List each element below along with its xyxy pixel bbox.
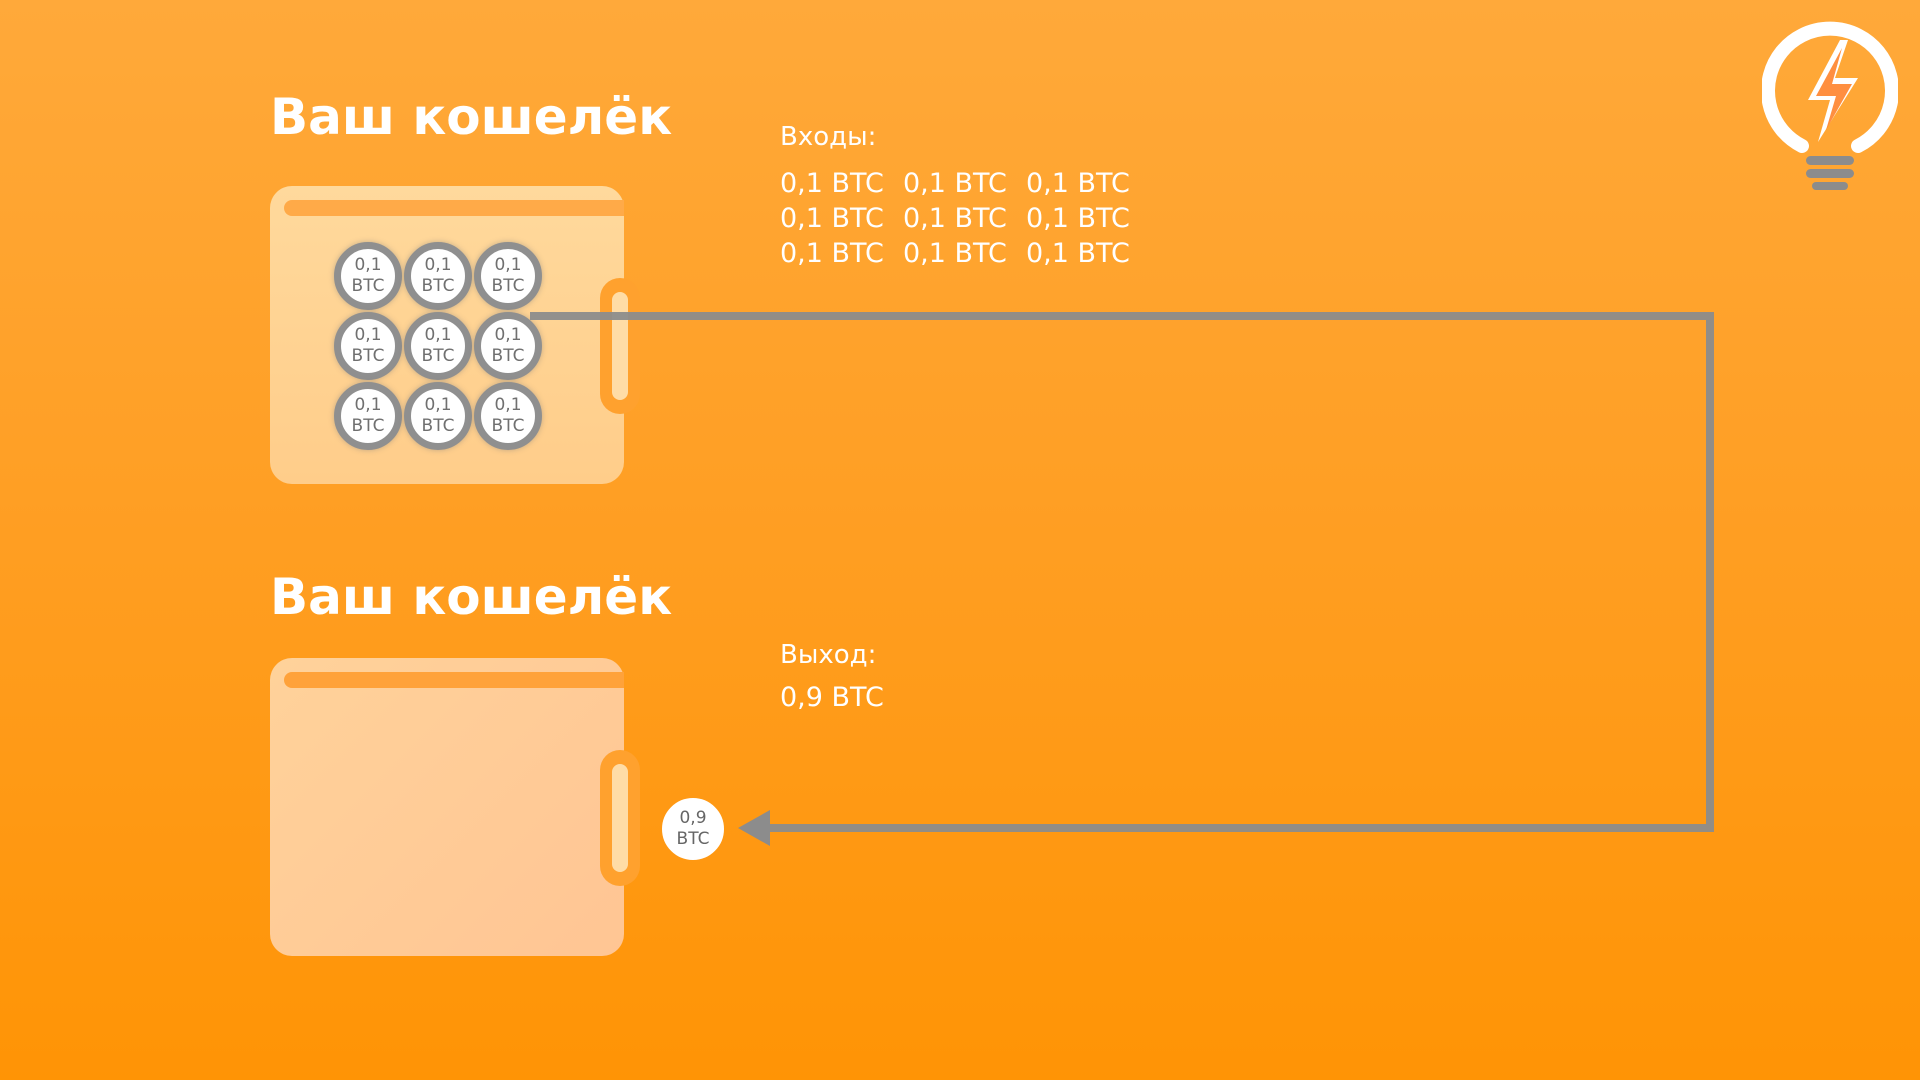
connector-line — [530, 312, 1714, 832]
coin-unit: BTC — [676, 829, 710, 849]
input-amount: 0,1 BTC — [903, 203, 1007, 234]
coin-value: 0,1 — [424, 325, 452, 345]
input-amount: 0,1 BTC — [780, 203, 884, 234]
inputs-label: Входы: — [780, 122, 877, 152]
coin-value: 0,1 — [494, 395, 522, 415]
input-amount: 0,1 BTC — [1026, 168, 1130, 199]
coin-unit: BTC — [491, 416, 525, 436]
coin-unit: BTC — [351, 416, 385, 436]
bottom-wallet-title: Ваш кошелёк — [270, 568, 673, 626]
coin-unit: BTC — [351, 276, 385, 296]
coin-value: 0,1 — [494, 325, 522, 345]
coin-unit: BTC — [421, 276, 455, 296]
coin-value: 0,9 — [679, 808, 707, 828]
coin-unit: BTC — [491, 276, 525, 296]
coin-unit: BTC — [421, 416, 455, 436]
output-coin: 0,9 BTC — [662, 798, 724, 860]
input-amount: 0,1 BTC — [903, 168, 1007, 199]
coin-unit: BTC — [351, 346, 385, 366]
coin-value: 0,1 — [494, 255, 522, 275]
coin-value: 0,1 — [354, 395, 382, 415]
coin-unit: BTC — [491, 346, 525, 366]
bottom-wallet — [270, 658, 624, 956]
coin-value: 0,1 — [424, 255, 452, 275]
input-amount: 0,1 BTC — [780, 168, 884, 199]
bottom-wallet-clasp — [600, 750, 640, 886]
output-amount: 0,9 BTC — [780, 682, 884, 713]
top-wallet-title: Ваш кошелёк — [270, 88, 673, 146]
arrow-left-icon — [738, 810, 770, 846]
wallet-flap — [284, 200, 624, 216]
coin-value: 0,1 — [354, 325, 382, 345]
input-amount: 0,1 BTC — [780, 238, 884, 269]
output-label: Выход: — [780, 640, 877, 670]
lightbulb-lightning-icon — [1762, 21, 1898, 190]
wallet-flap — [284, 672, 624, 688]
coin-value: 0,1 — [424, 395, 452, 415]
input-amount: 0,1 BTC — [1026, 238, 1130, 269]
input-amount: 0,1 BTC — [903, 238, 1007, 269]
coin-value: 0,1 — [354, 255, 382, 275]
coin-unit: BTC — [421, 346, 455, 366]
input-amount: 0,1 BTC — [1026, 203, 1130, 234]
